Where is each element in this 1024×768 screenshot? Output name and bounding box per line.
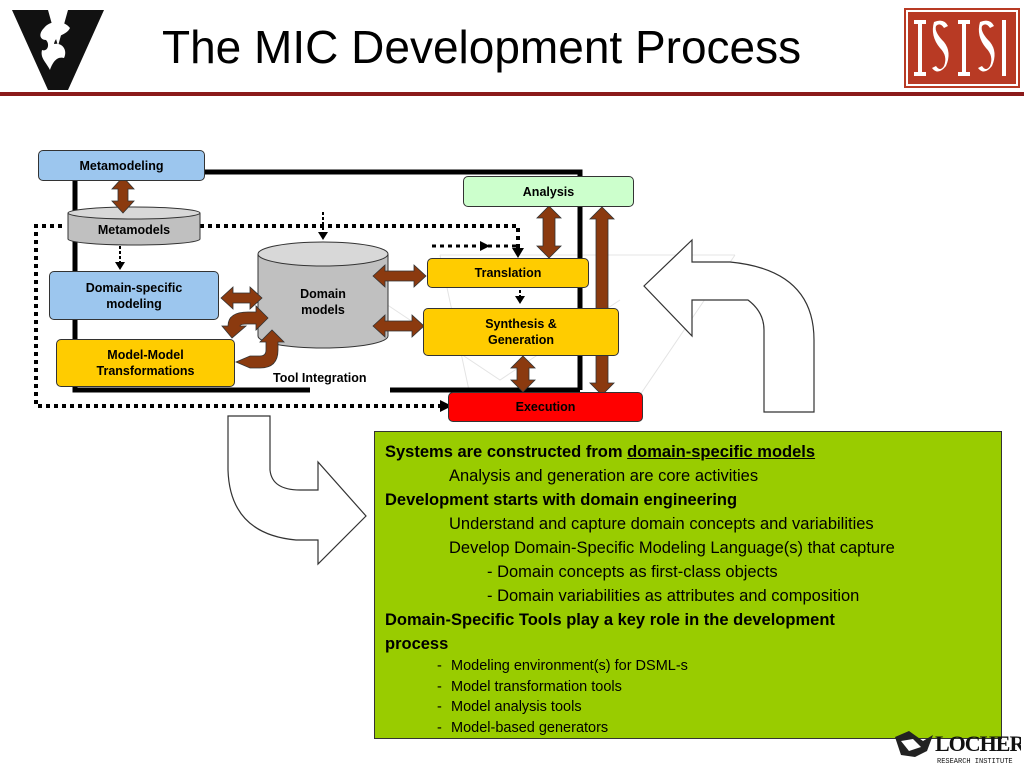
heading-systems-underlined: domain-specific models — [627, 443, 816, 461]
domain-models-line2: models — [301, 303, 345, 317]
translation-label: Translation — [474, 266, 542, 280]
outline-arrow-right — [643, 238, 815, 413]
domain-models-line1: Domain — [300, 287, 346, 301]
slide-title: The MIC Development Process — [162, 21, 802, 73]
panel-line-understand: Understand and capture domain concepts a… — [449, 515, 874, 533]
panel-line-variabilities: - Domain variabilities as attributes and… — [487, 587, 860, 605]
dsm-label-line1: Domain-specific — [85, 280, 183, 295]
heading-tools-line2: process — [385, 635, 449, 653]
heading-systems-prefix: Systems are constructed from — [385, 443, 628, 461]
list-item: -Modeling environment(s) for DSML-s — [385, 656, 991, 677]
synthesis-line2: Generation — [488, 333, 554, 347]
mmt-label-line2: Transformations — [96, 364, 195, 378]
list-item-text: Model analysis tools — [451, 699, 582, 715]
bullet-dash: - — [437, 719, 442, 736]
panel-line-develop-dsml: Develop Domain-Specific Modeling Languag… — [449, 539, 895, 557]
isis-logo — [904, 8, 1020, 88]
panel-line-analysis: Analysis and generation are core activit… — [449, 467, 759, 485]
panel-line-concepts: - Domain concepts as first-class objects — [487, 563, 778, 581]
bullet-dash: - — [437, 658, 442, 674]
translation-box: Translation — [427, 258, 589, 288]
svg-text:RESEARCH INSTITUTE: RESEARCH INSTITUTE — [937, 758, 1013, 766]
metamodels-label: Metamodels — [97, 223, 171, 237]
outline-arrow-left — [227, 415, 367, 566]
mmt-label-line1: Model-Model — [107, 348, 184, 362]
execution-label: Execution — [515, 400, 576, 414]
analysis-box: Analysis — [463, 176, 634, 207]
list-item: -Model-based generators — [385, 718, 991, 739]
execution-box: Execution — [448, 392, 643, 422]
metamodels-cylinder — [67, 206, 201, 246]
dotted-loop-top — [200, 224, 520, 250]
dsm-label-line2: modeling — [106, 296, 162, 311]
synthesis-line1: Synthesis & — [485, 317, 557, 331]
metamodeling-box: Metamodeling — [38, 150, 205, 181]
domain-specific-modeling-box: Domain-specific modeling — [49, 271, 219, 320]
model-transformations-box: Model-Model Transformations — [56, 339, 235, 387]
loecher-logo: LOCHER RESEARCH INSTITUTE — [895, 731, 1021, 766]
svg-text:LOCHER: LOCHER — [935, 731, 1021, 756]
summary-panel: Systems are constructed from domain-spec… — [374, 431, 1002, 739]
domain-models-label: Domain models — [258, 286, 388, 318]
synthesis-generation-box: Synthesis & Generation — [423, 308, 619, 356]
metamodeling-label: Metamodeling — [79, 158, 164, 173]
vanderbilt-logo — [12, 10, 104, 90]
dotted-loop-left — [34, 224, 440, 408]
bullet-dash: - — [437, 699, 442, 715]
analysis-label: Analysis — [522, 184, 575, 199]
heading-development: Development starts with domain engineeri… — [385, 491, 738, 509]
list-item: -Model transformation tools — [385, 677, 991, 698]
heading-systems: Systems are constructed from domain-spec… — [385, 440, 991, 464]
bullet-dash: - — [437, 678, 442, 695]
title-divider — [0, 92, 1024, 96]
heading-tools-line1: Domain-Specific Tools play a key role in… — [385, 611, 835, 629]
tool-integration-label: Tool Integration — [273, 371, 367, 385]
list-item: -Model analysis tools — [385, 697, 991, 718]
list-item-text: Modeling environment(s) for DSML-s — [451, 658, 688, 674]
list-item-text: Model-based generators — [451, 719, 609, 736]
list-item-text: Model transformation tools — [451, 678, 622, 695]
